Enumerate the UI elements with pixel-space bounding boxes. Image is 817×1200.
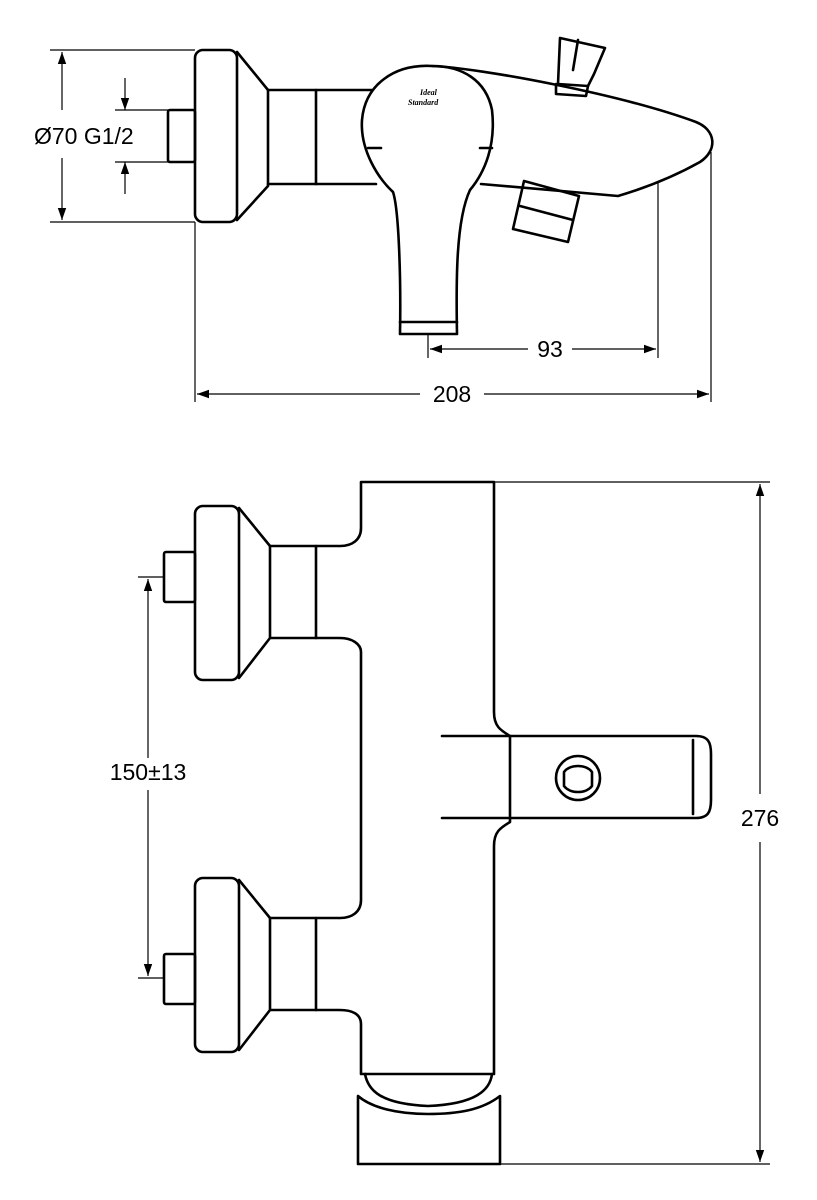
side-diverter-knob: [554, 36, 607, 98]
front-main-body: [338, 480, 512, 1076]
dimension-spout-projection: 93: [427, 182, 659, 362]
dimension-label-diameter-thread: Ø70 G1/2: [34, 123, 134, 149]
svg-text:Standard: Standard: [408, 98, 439, 107]
dimension-label-150: 150±13: [110, 759, 187, 785]
dimension-inlet-spacing: 150±13: [110, 576, 187, 979]
dimension-label-276: 276: [741, 805, 779, 831]
front-lower-flange: [193, 876, 272, 1054]
dimension-diameter: [50, 49, 195, 223]
front-upper-inlet: [162, 550, 197, 604]
front-bottom-outlet: [356, 1072, 502, 1166]
side-inlet-thread: [166, 108, 197, 164]
front-lower-inlet: [162, 952, 197, 1006]
side-wall-flange: [193, 48, 270, 224]
svg-text:Ideal: Ideal: [419, 88, 438, 97]
dimension-thread: [115, 78, 168, 194]
side-aerator: [511, 179, 581, 244]
front-diverter-knob: [554, 754, 602, 802]
side-spout-body: [430, 64, 714, 198]
dimension-overall-height: 276: [494, 481, 779, 1165]
front-spout: [440, 734, 713, 820]
dimension-label-208: 208: [433, 381, 471, 407]
front-lower-connector: [268, 916, 341, 1012]
dimension-overall-width: 208: [194, 152, 712, 407]
side-connector: [266, 88, 378, 186]
front-upper-flange: [193, 504, 272, 682]
side-view: Ideal Standard Ø70 G1/2 93: [34, 36, 714, 407]
brand-logo: Ideal Standard: [408, 88, 439, 107]
dimension-label-93: 93: [537, 336, 563, 362]
front-upper-connector: [268, 544, 341, 640]
front-view: 150±13 276: [110, 480, 779, 1166]
